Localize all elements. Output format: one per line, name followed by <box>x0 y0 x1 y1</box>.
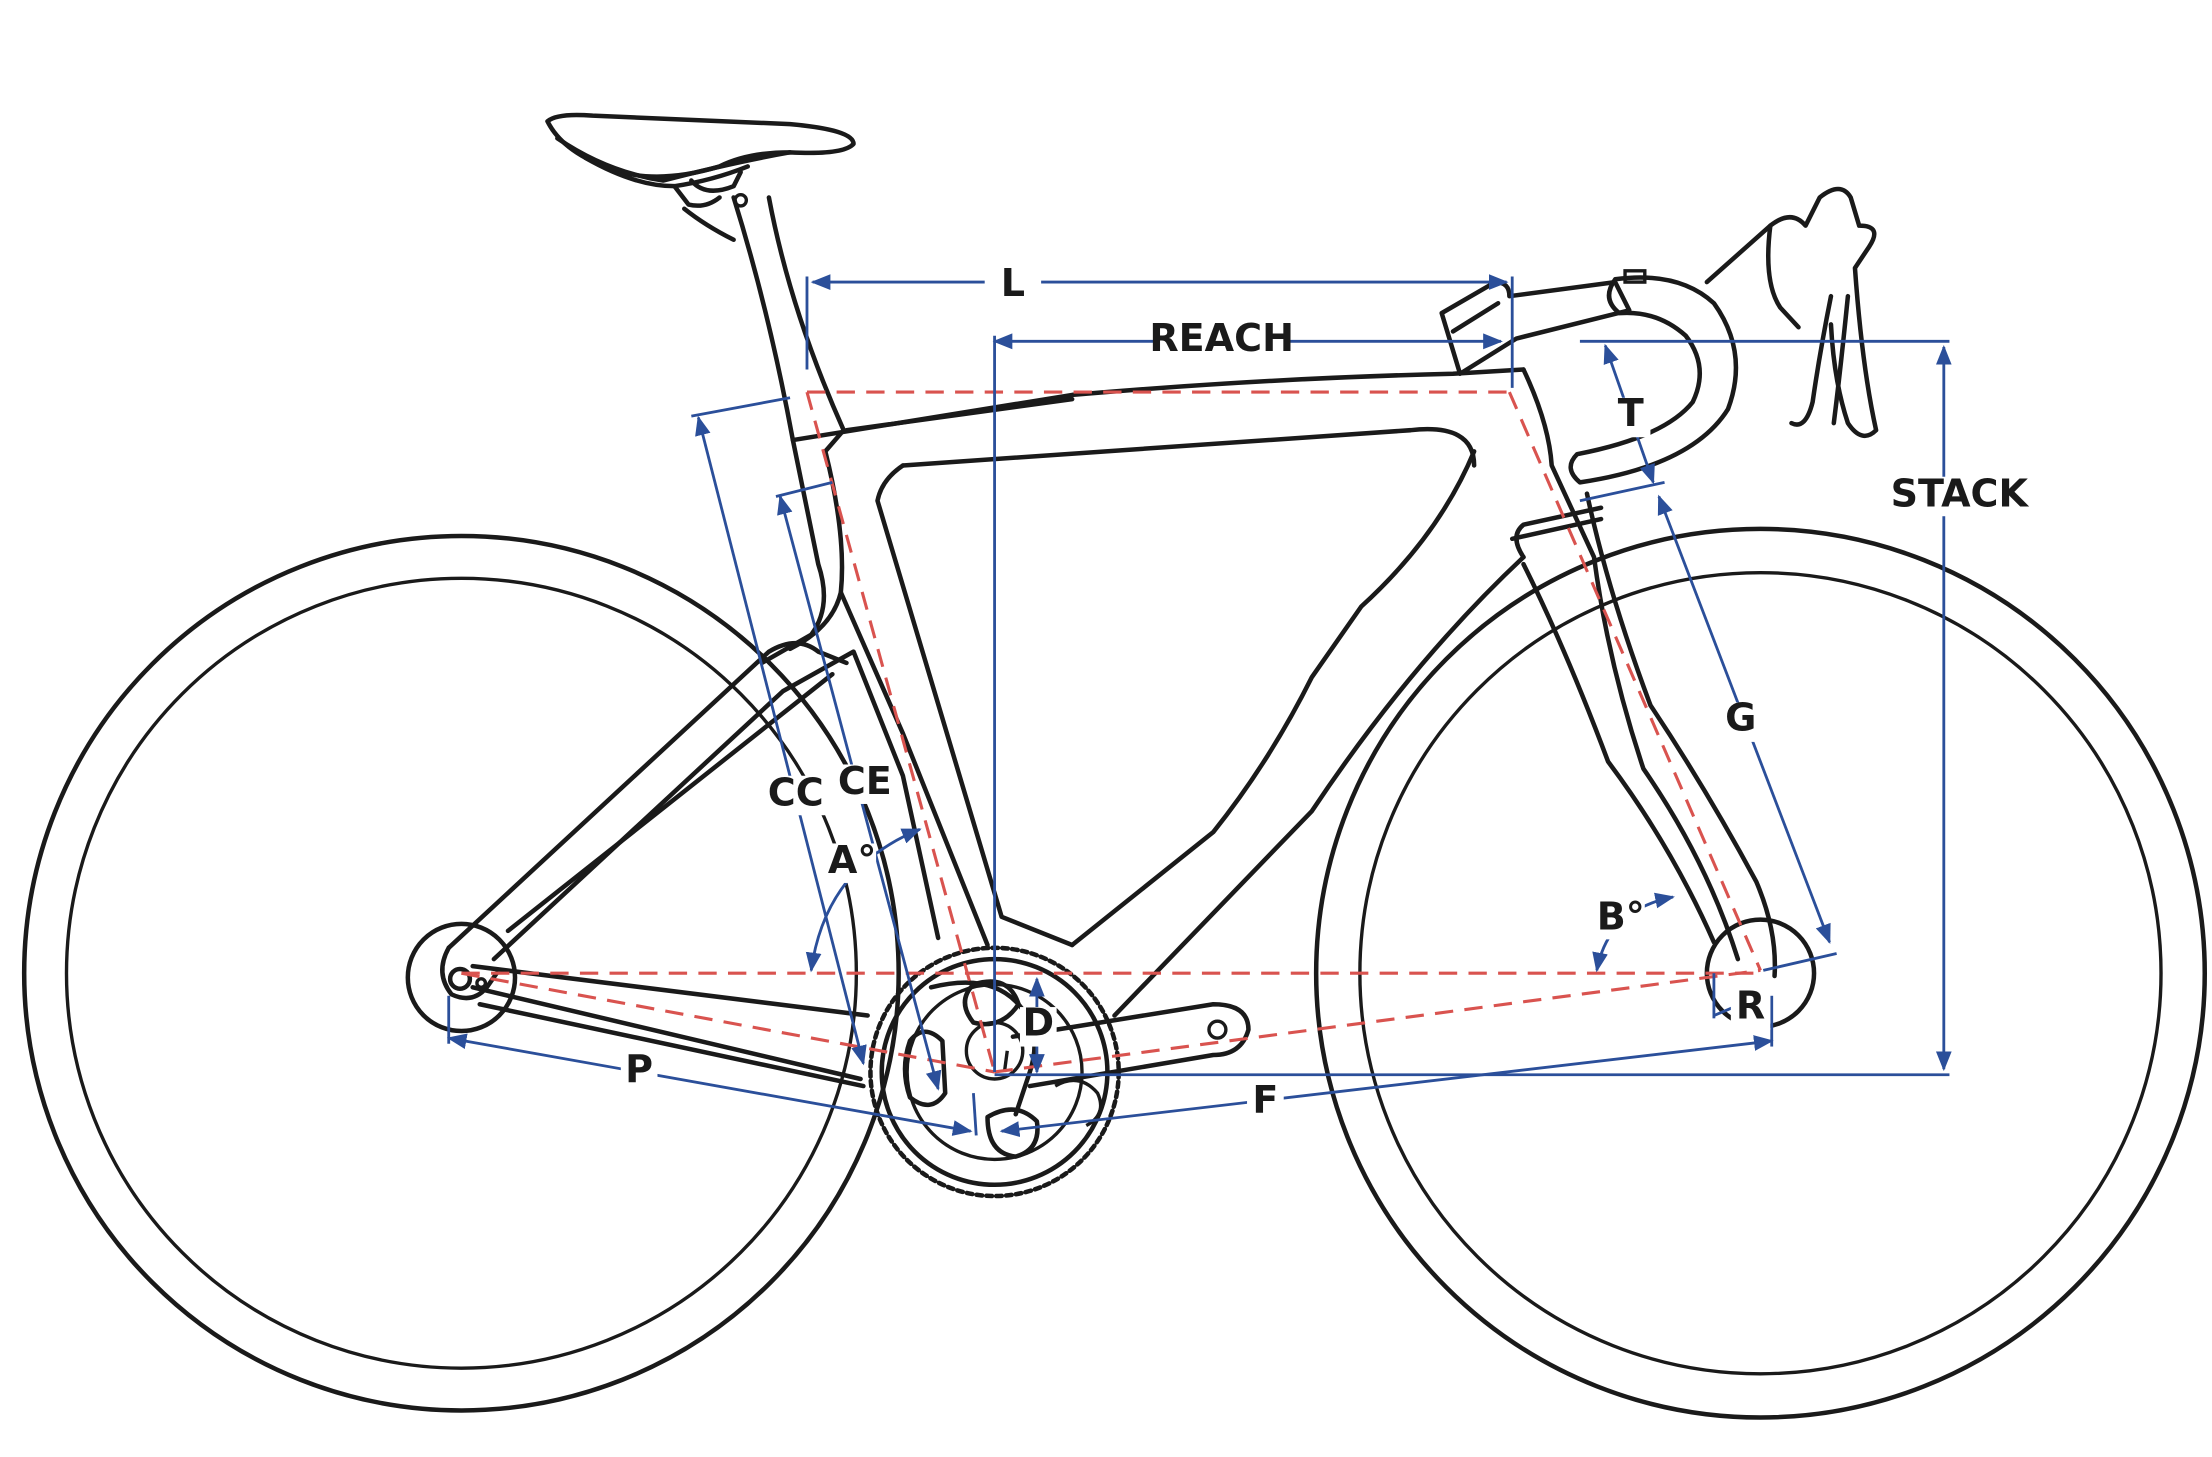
stem <box>1439 279 1632 377</box>
label-g: G <box>1725 696 1756 740</box>
label-l: L <box>1001 261 1025 305</box>
label-t: T <box>1618 391 1644 435</box>
label-cc: CC <box>768 770 824 814</box>
label-a-angle: A° <box>828 838 877 882</box>
label-reach: REACH <box>1149 316 1294 360</box>
down-tube <box>1112 554 1526 1018</box>
saddle <box>545 112 856 243</box>
fork <box>1509 367 1778 979</box>
label-ce: CE <box>838 759 892 803</box>
label-p: P <box>625 1047 653 1091</box>
handlebar <box>1568 275 1739 485</box>
dim-p <box>446 1033 973 1136</box>
label-f: F <box>1252 1078 1278 1122</box>
label-r: R <box>1736 983 1765 1027</box>
dim-a-angle <box>805 828 922 973</box>
crankset <box>868 945 1251 1199</box>
dimension-lines <box>446 274 1952 1137</box>
cockpit <box>1439 186 1879 485</box>
brake-lever <box>1704 186 1879 439</box>
label-b-angle: B° <box>1597 894 1645 938</box>
dim-f <box>999 1035 1774 1137</box>
label-d: D <box>1022 1000 1054 1044</box>
labels: L REACH STACK T G CC CE A° B° D R P F <box>620 261 2030 1123</box>
seat-tube <box>731 195 827 666</box>
label-stack: STACK <box>1891 471 2030 515</box>
